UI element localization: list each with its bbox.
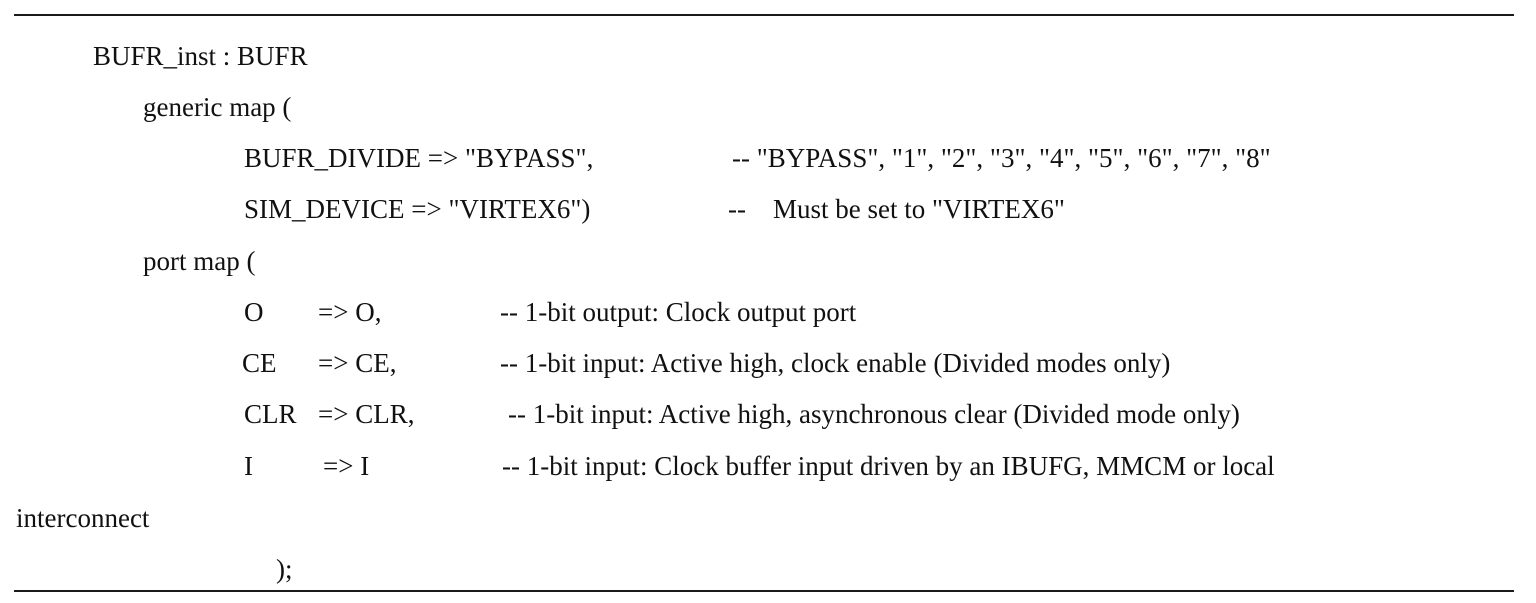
sim-device-assignment: SIM_DEVICE => "VIRTEX6") xyxy=(244,194,591,224)
closing-paren: ); xyxy=(276,554,293,584)
port-i-comment: -- 1-bit input: Clock buffer input drive… xyxy=(502,451,1275,481)
port-clr-mapping: => CLR, xyxy=(318,399,415,429)
top-rule xyxy=(14,14,1514,16)
port-ce-name: CE xyxy=(242,348,277,378)
code-line-bufr-divide: BUFR_DIVIDE => "BYPASS", -- "BYPASS", "1… xyxy=(0,132,1536,184)
code-line-instance: BUFR_inst : BUFR xyxy=(0,30,1536,82)
port-ce-comment: -- 1-bit input: Active high, clock enabl… xyxy=(500,348,1171,378)
code-line-close: ); xyxy=(0,543,1536,595)
bufr-divide-assignment: BUFR_DIVIDE => "BYPASS", xyxy=(244,143,594,173)
port-i-name: I xyxy=(244,451,253,481)
port-clr-name: CLR xyxy=(244,399,297,429)
code-line-port-i: I => I -- 1-bit input: Clock buffer inpu… xyxy=(0,440,1536,492)
sim-device-comment: -- Must be set to "VIRTEX6" xyxy=(728,194,1065,224)
code-line-port-o: O => O, -- 1-bit output: Clock output po… xyxy=(0,286,1536,338)
bottom-rule xyxy=(14,590,1514,592)
port-clr-comment: -- 1-bit input: Active high, asynchronou… xyxy=(508,399,1240,429)
port-ce-mapping: => CE, xyxy=(318,348,397,378)
code-line-port-map: port map ( xyxy=(0,235,1536,287)
comment-continuation: interconnect xyxy=(16,503,150,533)
generic-map-open: generic map ( xyxy=(143,92,292,122)
bufr-divide-comment: -- "BYPASS", "1", "2", "3", "4", "5", "6… xyxy=(732,143,1271,173)
instance-declaration: BUFR_inst : BUFR xyxy=(93,41,308,71)
code-line-sim-device: SIM_DEVICE => "VIRTEX6") -- Must be set … xyxy=(0,183,1536,235)
code-line-port-ce: CE => CE, -- 1-bit input: Active high, c… xyxy=(0,337,1536,389)
port-o-name: O xyxy=(244,297,264,327)
code-line-generic-map: generic map ( xyxy=(0,81,1536,133)
code-line-port-clr: CLR => CLR, -- 1-bit input: Active high,… xyxy=(0,388,1536,440)
port-i-mapping: => I xyxy=(323,451,370,481)
port-map-open: port map ( xyxy=(143,246,256,276)
port-o-comment: -- 1-bit output: Clock output port xyxy=(500,297,857,327)
code-line-wrap: interconnect xyxy=(0,492,1536,544)
port-o-mapping: => O, xyxy=(318,297,382,327)
